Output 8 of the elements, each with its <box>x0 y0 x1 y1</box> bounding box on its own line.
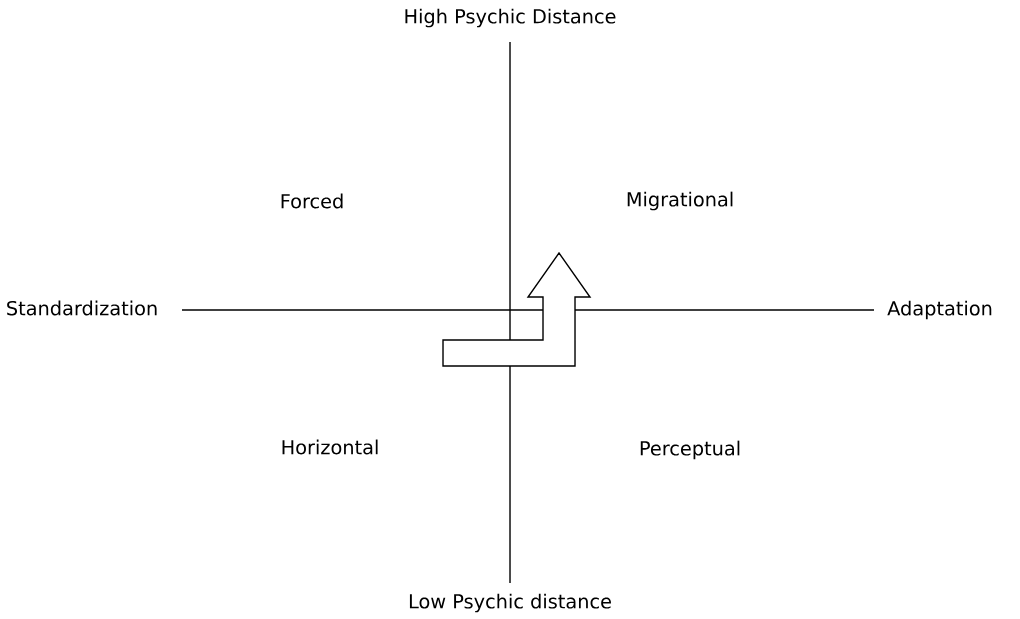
quadrant-label: Horizontal <box>282 439 378 455</box>
quadrant-label: Migrational <box>627 191 733 211</box>
quadrant-label: Forced <box>281 193 343 209</box>
axis-label: Standardization <box>7 300 157 316</box>
axis-label: Adaptation <box>887 300 992 320</box>
quadrant-label: Perceptual <box>640 440 740 460</box>
axis-label: High Psychic Distance <box>405 8 616 28</box>
axis-label: Low Psychic distance <box>409 593 611 613</box>
